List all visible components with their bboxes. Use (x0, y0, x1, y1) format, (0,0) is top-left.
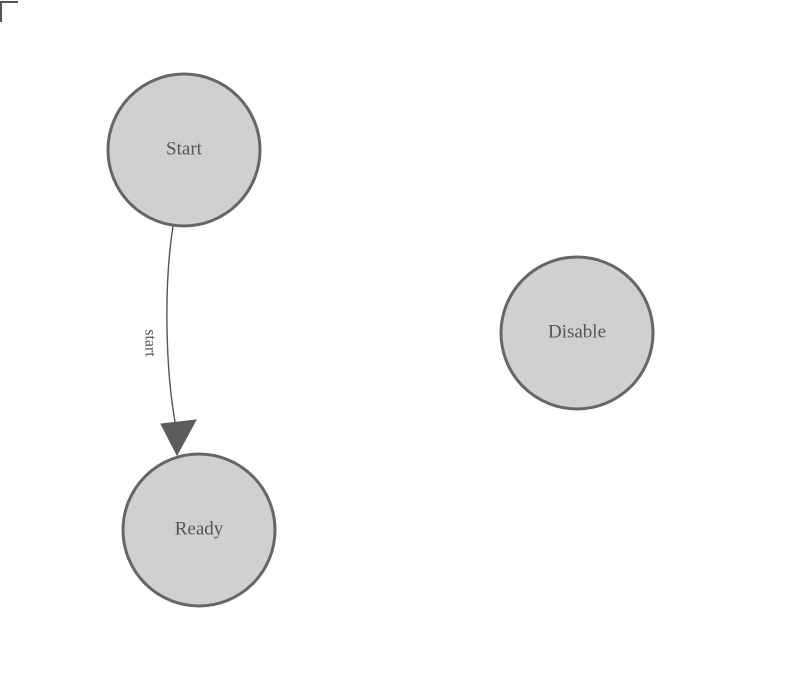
top-left-corner-bracket-icon (0, 1, 18, 22)
edge-start-to-ready[interactable]: start (141, 225, 197, 457)
node-disable-circle[interactable] (499, 255, 655, 411)
node-ready-circle[interactable] (121, 452, 277, 608)
node-ready-label: Ready (175, 518, 224, 539)
edge-label-start: start (141, 329, 158, 357)
node-disable-label: Disable (548, 321, 606, 342)
node-start-circle[interactable] (106, 72, 262, 228)
edge-line (166, 225, 178, 433)
node-start-label: Start (166, 138, 203, 159)
node-disable[interactable]: Disable (499, 255, 655, 411)
node-ready[interactable]: Ready (121, 452, 277, 608)
node-start[interactable]: Start (106, 72, 262, 228)
edge-arrowhead-icon (160, 419, 197, 457)
